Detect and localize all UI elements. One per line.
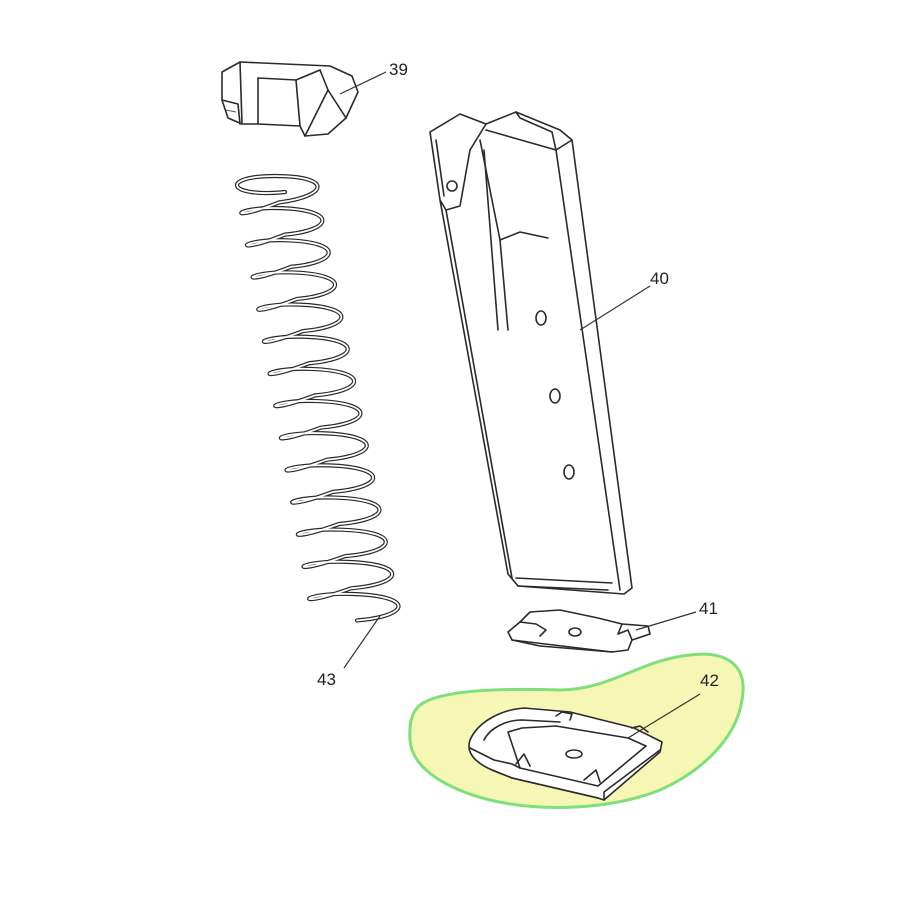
callout-39: 39: [389, 60, 408, 79]
leader-41: [635, 611, 697, 631]
part-40-magazine-tube: [429, 111, 633, 595]
leader-39: [339, 71, 387, 95]
leader-40: [579, 285, 651, 331]
leader-lines: [339, 71, 701, 739]
callout-43: 43: [317, 670, 336, 689]
leader-42: [627, 693, 701, 739]
callout-40: 40: [650, 269, 669, 288]
leader-43: [343, 615, 381, 669]
callout-42: 42: [700, 671, 719, 690]
part-42-floor-plate: [468, 707, 663, 801]
part-43-spring: [235, 173, 401, 623]
spring-coil-fill: [236, 175, 400, 622]
part-39-follower: [221, 61, 359, 137]
part-41-insert-plate: [507, 609, 651, 653]
callout-41: 41: [699, 599, 718, 618]
